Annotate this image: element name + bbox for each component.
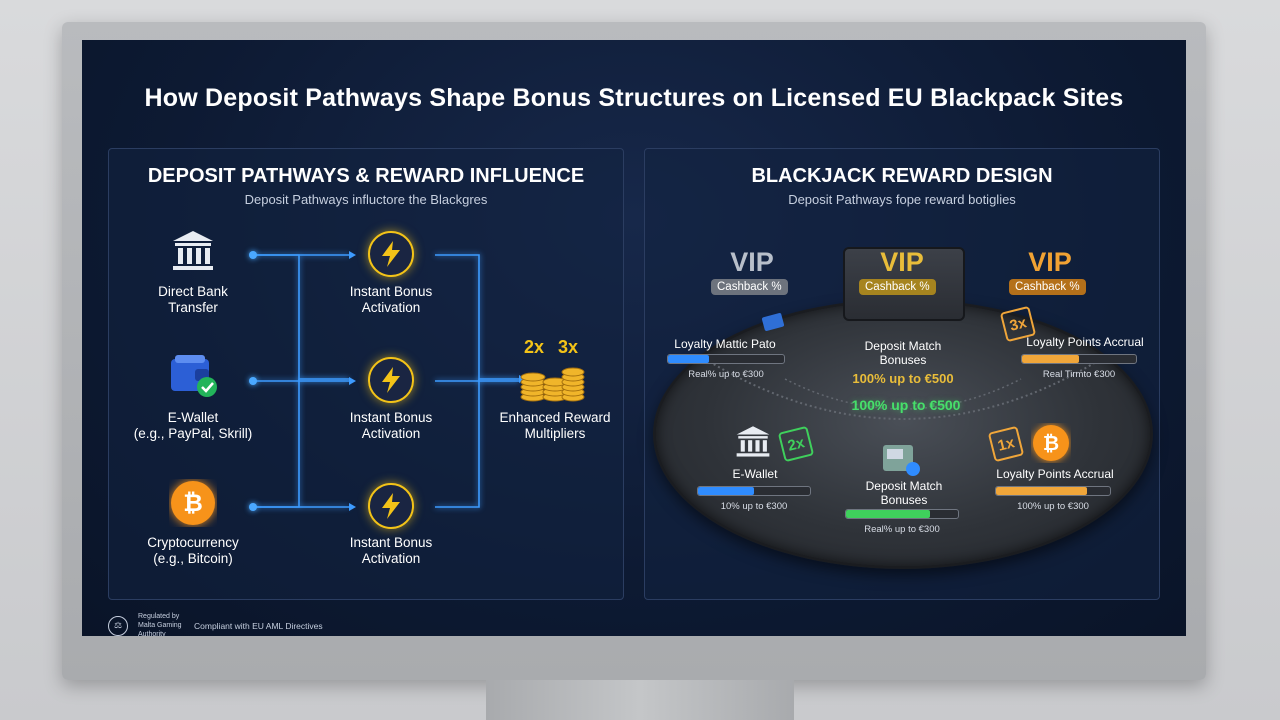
activation-label-3: Instant Bonus Activation (349, 535, 433, 566)
footer: ⚖ Regulated by Malta Gaming Authority Co… (108, 612, 323, 636)
connector-dot-ewallet (249, 377, 257, 385)
lightning-icon (368, 231, 414, 277)
connector-dot-bank (249, 251, 257, 259)
loyalty-accrual-top-bar (1021, 354, 1137, 364)
loyalty-accrual-bottom-bar (995, 486, 1111, 496)
coin-stack-icon (519, 359, 585, 408)
deposit-match-bottom-bar (845, 509, 959, 519)
deposit-match-top-label: Deposit Match Bonuses (864, 339, 942, 367)
loyalty-match-label: Loyalty Mattic Pato (674, 337, 776, 351)
table-arcs (704, 358, 1102, 420)
bitcoin-icon: ₿ (169, 479, 217, 532)
compliance-text: Compliant with EU AML Directives (194, 620, 323, 631)
pathway-ewallet-label: E-Wallet (e.g., PayPal, Skrill) (133, 410, 253, 441)
wallet-icon (881, 441, 923, 482)
lightning-icon (368, 357, 414, 403)
left-panel-subtitle: Deposit Pathways influctore the Blackgre… (244, 192, 488, 207)
flow-connectors (255, 251, 526, 511)
vip-gold: VIP (880, 247, 924, 277)
loyalty-match-bar (667, 354, 785, 364)
ewallet-label: E-Wallet (732, 467, 778, 481)
multiplier-3x: 3x (557, 337, 579, 357)
loyalty-accrual-top-note: Real Tirmto €300 (1042, 369, 1116, 380)
cashback-pill-silver: Cashback % (711, 279, 788, 295)
loyalty-accrual-bottom-note: 100% up to €300 (1017, 501, 1089, 512)
regulator-text: Regulated by Malta Gaming Authority (138, 613, 182, 636)
page-title: How Deposit Pathways Shape Bonus Structu… (144, 84, 1124, 112)
left-panel-title: DEPOSIT PATHWAYS & REWARD INFLUENCE (147, 165, 585, 187)
svg-text:₿: ₿ (183, 489, 203, 517)
activation-label-1: Instant Bonus Activation (349, 284, 433, 315)
ewallet-bar (697, 486, 811, 496)
deposit-match-bottom-bar-fill (846, 510, 930, 518)
bitcoin-icon: ₿ (1031, 423, 1071, 468)
bank-icon (733, 423, 773, 464)
deposit-match-top-value: 100% up to €500 (852, 371, 954, 386)
right-panel-title: BLACKJACK REWARD DESIGN (751, 165, 1053, 187)
svg-text:₿: ₿ (1043, 431, 1059, 455)
ewallet-bar-fill (698, 487, 754, 495)
loyalty-match-note: Real% up to €300 (688, 369, 764, 380)
monitor-frame: How Deposit Pathways Shape Bonus Structu… (62, 22, 1206, 680)
lightning-icon (368, 483, 414, 529)
loyalty-accrual-top-label: Loyalty Points Accrual (1026, 335, 1144, 349)
blackjack-reward-panel: BLACKJACK REWARD DESIGN Deposit Pathways… (644, 148, 1160, 600)
pathway-bank-label: Direct Bank Transfer (158, 284, 228, 315)
ewallet-note: 10% up to €300 (720, 501, 788, 512)
multiplier-2x: 2x (523, 337, 545, 357)
right-panel-subtitle: Deposit Pathways fope reward botiglies (788, 192, 1016, 207)
result-label: Enhanced Reward Multipliers (499, 410, 611, 441)
cashback-pill-gold: Cashback % (859, 279, 936, 295)
cashback-pill-bronze: Cashback % (1009, 279, 1086, 295)
regulator-seal-icon: ⚖ (108, 615, 128, 636)
vip-silver: VIP (730, 247, 774, 277)
loyalty-accrual-bottom-label: Loyalty Points Accrual (996, 467, 1114, 481)
deposit-pathways-panel: DEPOSIT PATHWAYS & REWARD INFLUENCE Depo… (108, 148, 624, 600)
card-icon (761, 311, 789, 338)
loyalty-match-bar-fill (668, 355, 709, 363)
deposit-match-bottom-label: Deposit Match Bonuses (865, 479, 943, 507)
bank-icon (169, 227, 217, 280)
activation-label-2: Instant Bonus Activation (349, 410, 433, 441)
blackjack-table (653, 299, 1153, 569)
vip-bronze: VIP (1028, 247, 1072, 277)
connector-dot-crypto (249, 503, 257, 511)
center-bonus-value: 100% up to €500 (851, 397, 961, 413)
deposit-match-bottom-note: Real% up to €300 (864, 524, 940, 535)
screen: How Deposit Pathways Shape Bonus Structu… (82, 40, 1186, 636)
loyalty-accrual-bottom-bar-fill (996, 487, 1088, 495)
monitor-stand (486, 680, 794, 720)
wallet-icon (169, 353, 221, 406)
loyalty-accrual-top-bar-fill (1022, 355, 1079, 363)
pathway-crypto-label: Cryptocurrency (e.g., Bitcoin) (147, 535, 239, 566)
